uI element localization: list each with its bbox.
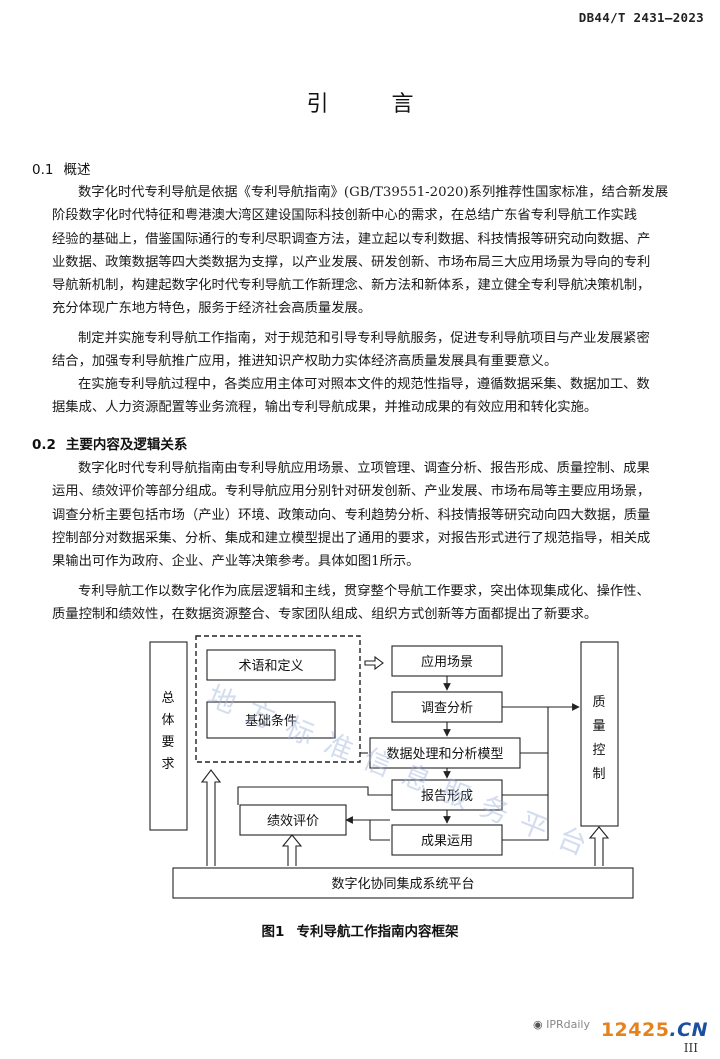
investigation-analysis-label: 调查分析: [421, 701, 473, 716]
site-logo: 12425.CN: [600, 1019, 708, 1041]
paragraph-line: 据集成、人力资源配置等业务流程，输出专利导航成果，并推动成果的有效应用和转化实施…: [52, 400, 598, 416]
paragraph-line: 专利导航工作以数字化作为底层逻辑和主线，贯穿整个导航工作要求，突出体现集成化、操…: [78, 584, 650, 599]
page-title: 引 言: [306, 92, 442, 117]
paragraph-line: 充分体现广东地方特色，服务于经济社会高质量发展。: [52, 301, 372, 317]
paragraph-line: 制定并实施专利导航工作指南，对于规范和引导专利导航服务，促进专利导航项目与产业发…: [78, 331, 650, 346]
dashed-group-box: [195, 635, 361, 763]
paragraph-line: 果输出可作为政府、企业、产业等决策参考。具体如图1所示。: [52, 554, 420, 570]
quality-control-char-1: 质: [592, 695, 605, 710]
application-scenarios-label: 应用场景: [421, 654, 473, 670]
page-number: III: [683, 1041, 698, 1055]
paragraph: 制定并实施专利导航工作指南，对于规范和引导专利导航服务，促进专利导航项目与产业发…: [52, 327, 714, 374]
wechat-watermark: ◉ IPRdaily: [533, 1018, 590, 1031]
wechat-icon: ◉: [533, 1018, 543, 1031]
paragraph-line: 运用、绩效评价等部分组成。专利导航应用分别针对研发创新、产业发展、市场布局等主要…: [52, 484, 651, 500]
overall-requirements-char-4: 求: [161, 757, 174, 772]
paragraph-line: 控制部分对数据采集、分析、集成和建立模型提出了通用的要求，对报告形式进行了规范指…: [52, 530, 651, 546]
section-number: 0.1: [32, 162, 54, 178]
report-formation-label: 报告形成: [421, 789, 473, 804]
section-heading-0-2: 0.2 主要内容及逻辑关系: [32, 433, 187, 453]
feedback-line: [502, 706, 549, 841]
basic-conditions-box: [206, 701, 336, 739]
paragraph-line: 经验的基础上，借鉴国际通行的专利尽职调查方法，建立起以专利数据、科技情报等研究动…: [52, 231, 651, 247]
feedback-line: [237, 786, 392, 805]
paragraph: 在实施专利导航过程中，各类应用主体可对照本文件的规范性指导，遵循数据采集、数据加…: [52, 373, 714, 420]
platform-box: [172, 867, 634, 899]
hollow-arrow-up-right: [588, 826, 610, 866]
basic-conditions-label: 基础条件: [245, 713, 297, 729]
figure-label: 图1: [261, 924, 285, 940]
hollow-arrow-up-left: [200, 769, 222, 866]
paragraph-line: 结合，加强专利导航推广应用，推进知识产权助力实体经济高质量发展具有重要意义。: [52, 354, 558, 370]
overall-requirements-char-2: 体: [161, 713, 174, 728]
paragraph-line: 在实施专利导航过程中，各类应用主体可对照本文件的规范性指导，遵循数据采集、数据加…: [78, 377, 650, 392]
paragraph-line: 数字化时代专利导航是依据《专利导航指南》(GB/T39551-2020)系列推荐…: [78, 185, 669, 200]
hollow-arrow-up-middle: [281, 834, 303, 866]
paragraph: 专利导航工作以数字化作为底层逻辑和主线，贯穿整个导航工作要求，突出体现集成化、操…: [52, 580, 714, 627]
section-heading-0-1: 0.1 概述: [32, 158, 90, 178]
overall-requirements-char-3: 要: [161, 735, 174, 750]
hollow-arrow-right: [364, 655, 384, 671]
figure-title: 专利导航工作指南内容框架: [296, 924, 459, 940]
paragraph: 数字化时代专利导航是依据《专利导航指南》(GB/T39551-2020)系列推荐…: [52, 181, 714, 321]
paragraph-line: 调查分析主要包括市场（产业）环境、政策动向、专利趋势分析、科技情报等研究动向四大…: [52, 507, 651, 523]
quality-control-char-4: 制: [592, 767, 605, 782]
terms-label: 术语和定义: [238, 659, 303, 674]
quality-control-char-3: 控: [592, 743, 605, 758]
data-processing-label: 数据处理和分析模型: [386, 747, 503, 762]
content-framework-diagram: 总 体 要 求 术语和定义 基础条件 应用场景 调查分析 数据处理和分析模型 报…: [149, 635, 634, 899]
section-title: 概述: [63, 162, 91, 178]
figure-caption: 图1 专利导航工作指南内容框架: [0, 920, 720, 940]
results-application-label: 成果运用: [421, 834, 473, 849]
paragraph-line: 导航新机制，构建起数字化时代专利导航工作新理念、新方法和新体系，建立健全专利导航…: [52, 278, 651, 294]
paragraph-line: 阶段数字化时代特征和粤港澳大湾区建设国际科技创新中心的需求，在总结广东省专利导航…: [52, 208, 638, 224]
quality-control-char-2: 量: [592, 719, 605, 734]
paragraph: 数字化时代专利导航指南由专利导航应用场景、立项管理、调查分析、报告形成、质量控制…: [52, 457, 714, 573]
paragraph-line: 质量控制和绩效性，在数据资源整合、专家团队组成、组织方式创新等方面都提出了新要求…: [52, 607, 598, 623]
performance-evaluation-label: 绩效评价: [267, 814, 319, 829]
overall-requirements-box: [149, 641, 188, 831]
terms-box: [206, 649, 336, 681]
section-number: 0.2: [32, 437, 56, 453]
standard-code: DB44/T 2431—2023: [578, 10, 704, 25]
paragraph-line: 业数据、政策数据等四大类数据为支撑，以产业发展、研发创新、市场布局三大应用场景为…: [52, 254, 651, 270]
overall-requirements-char-1: 总: [161, 691, 174, 706]
section-title: 主要内容及逻辑关系: [65, 437, 188, 453]
quality-control-box: [580, 641, 619, 827]
platform-label: 数字化协同集成系统平台: [331, 876, 474, 892]
paragraph-line: 数字化时代专利导航指南由专利导航应用场景、立项管理、调查分析、报告形成、质量控制…: [78, 461, 650, 476]
